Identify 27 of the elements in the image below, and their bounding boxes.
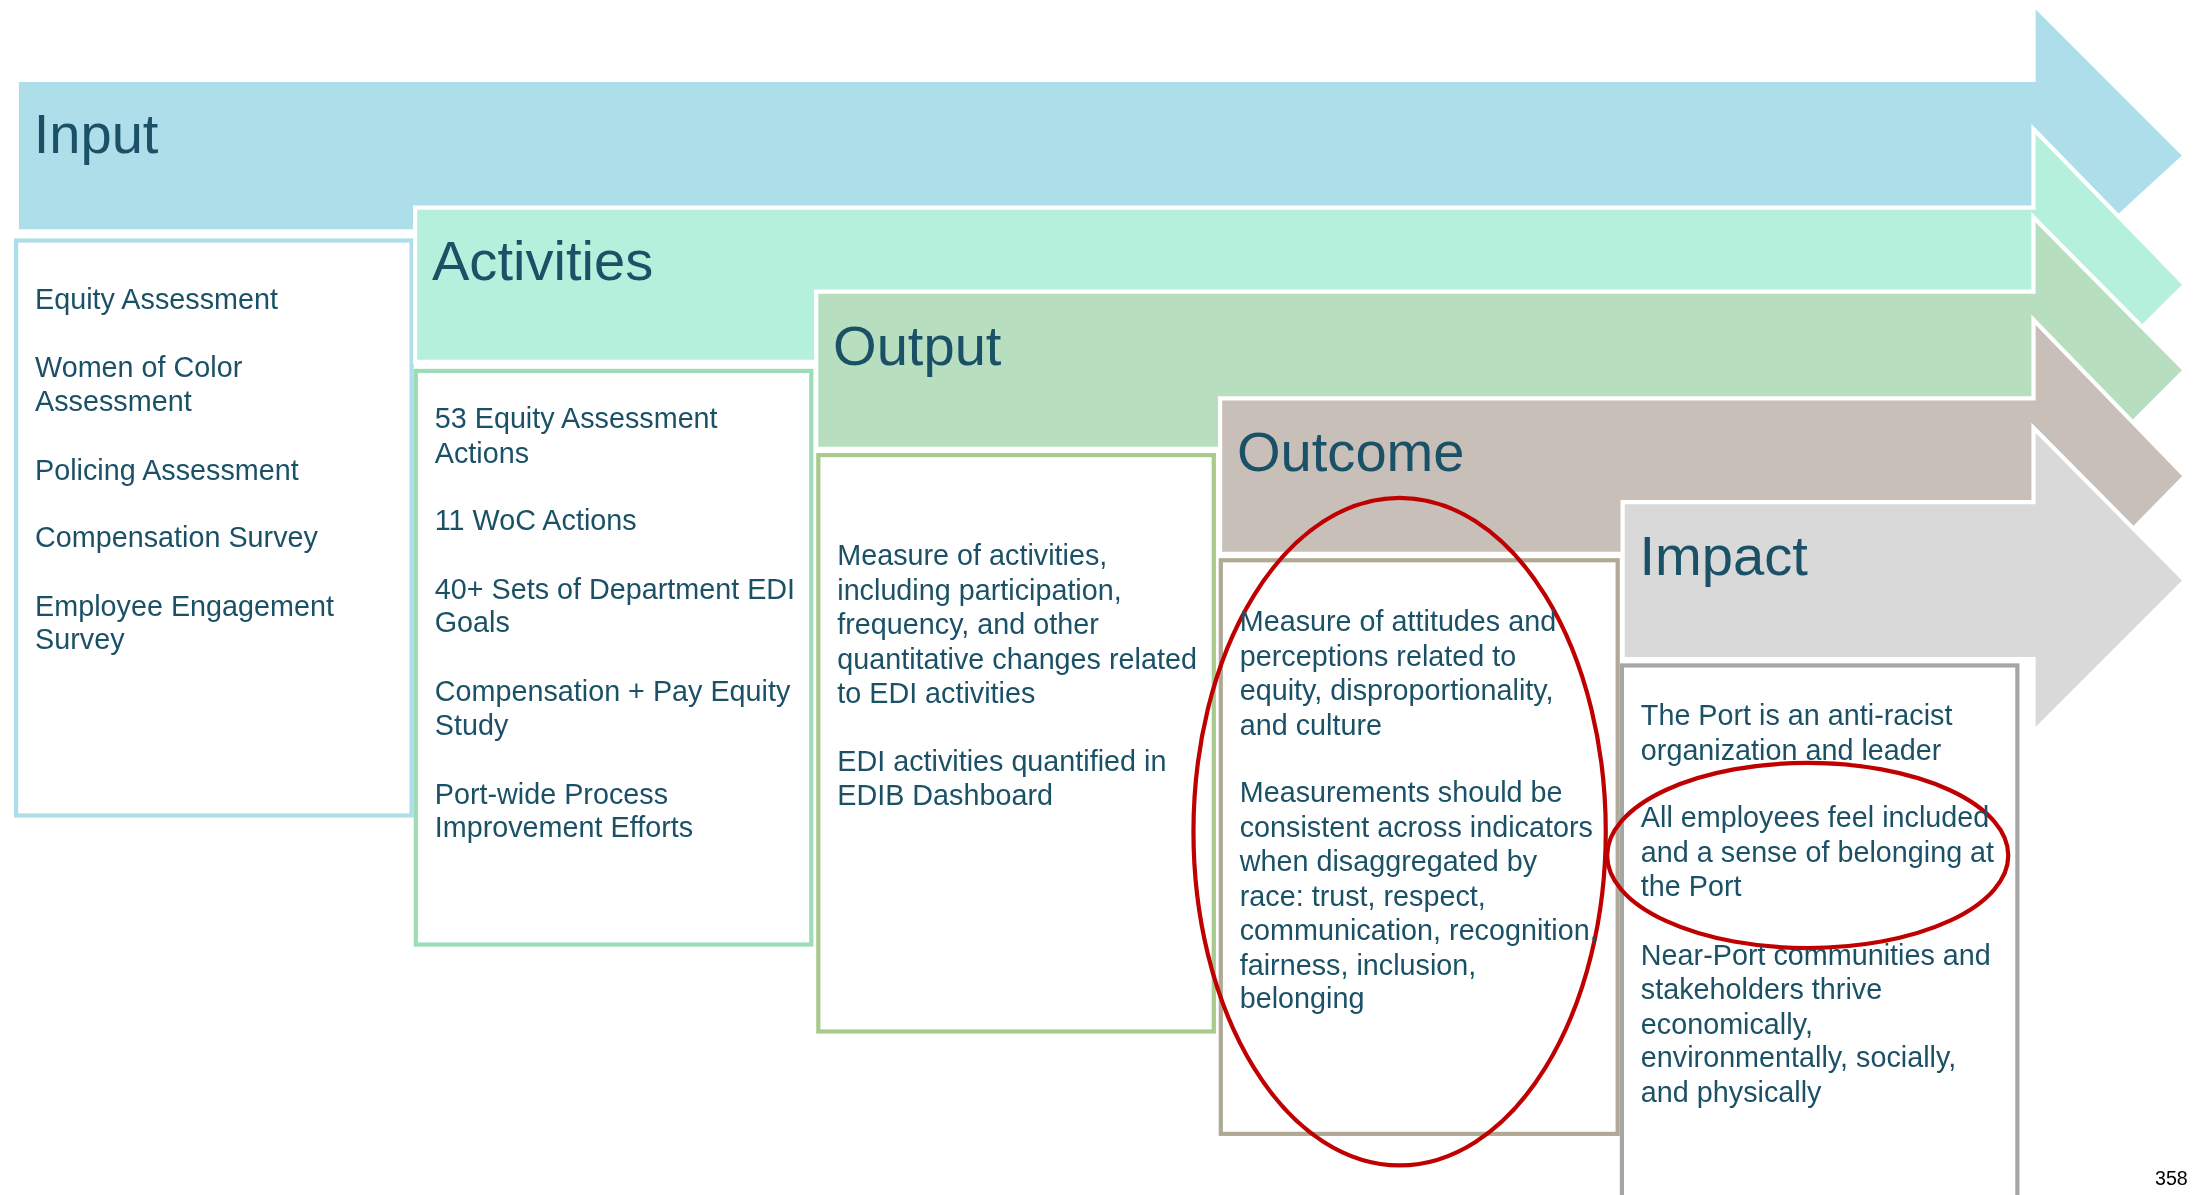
list-item: 53 Equity Assessment Actions <box>434 401 719 470</box>
list-item: Employee Engagement Survey <box>35 588 335 657</box>
text-panel <box>413 368 814 947</box>
stage-title: Outcome <box>1236 420 1465 484</box>
list-item: Compensation Survey <box>35 520 319 555</box>
stage-title: Output <box>833 314 1002 378</box>
list-item: Measure of attitudes and perceptions related to equity, disproportionality, and culture <box>1239 604 1558 742</box>
stage-title: Input <box>33 102 159 166</box>
list-item: Compensation + Pay Equity Study <box>434 673 792 743</box>
text-panel <box>816 453 1216 1034</box>
list-item: Port-wide Process Improvement Efforts <box>434 776 695 845</box>
list-item: Measure of activities, including participation, frequency, and other quantitative changes related to EDI activities <box>837 538 1198 711</box>
text-panel <box>1619 663 2020 1195</box>
text-panel <box>14 238 414 818</box>
stage-title: Activities <box>431 230 654 294</box>
list-item: 11 WoC Actions <box>434 503 638 538</box>
list-item: Women of Color Assessment <box>35 349 244 419</box>
list-item: All employees feel included and a sense of belonging at the Port <box>1640 800 1996 904</box>
list-item: 40+ Sets of Department EDI Goals <box>434 571 797 641</box>
list-item: Near-Port communities and stakeholders thrive economically, environmentally, socially, and physically <box>1640 937 1992 1110</box>
list-item: Policing Assessment <box>35 452 300 487</box>
page-number: 358 <box>2155 1166 2188 1190</box>
list-item: EDI activities quantified in EDIB Dashboard <box>837 744 1168 813</box>
stage-title: Impact <box>1639 524 1808 588</box>
list-item: Equity Assessment <box>35 281 279 317</box>
list-item: The Port is an anti-racist organization and leader <box>1640 698 1954 768</box>
text-panel <box>1218 558 1620 1136</box>
